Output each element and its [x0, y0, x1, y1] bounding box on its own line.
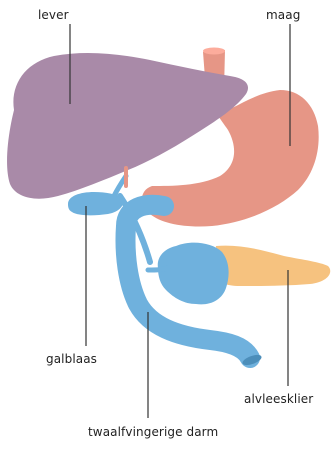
label-galblaas: galblaas	[46, 352, 97, 366]
label-lever: lever	[38, 8, 69, 22]
label-twaalfvingerige-darm: twaalfvingerige darm	[88, 425, 218, 439]
pancreas-tail	[214, 246, 330, 286]
pancreas-head	[158, 243, 229, 305]
pancreatic-duct	[148, 268, 168, 270]
label-maag: maag	[266, 8, 300, 22]
esophagus-top	[203, 48, 225, 55]
label-alvleesklier: alvleesklier	[244, 392, 313, 406]
